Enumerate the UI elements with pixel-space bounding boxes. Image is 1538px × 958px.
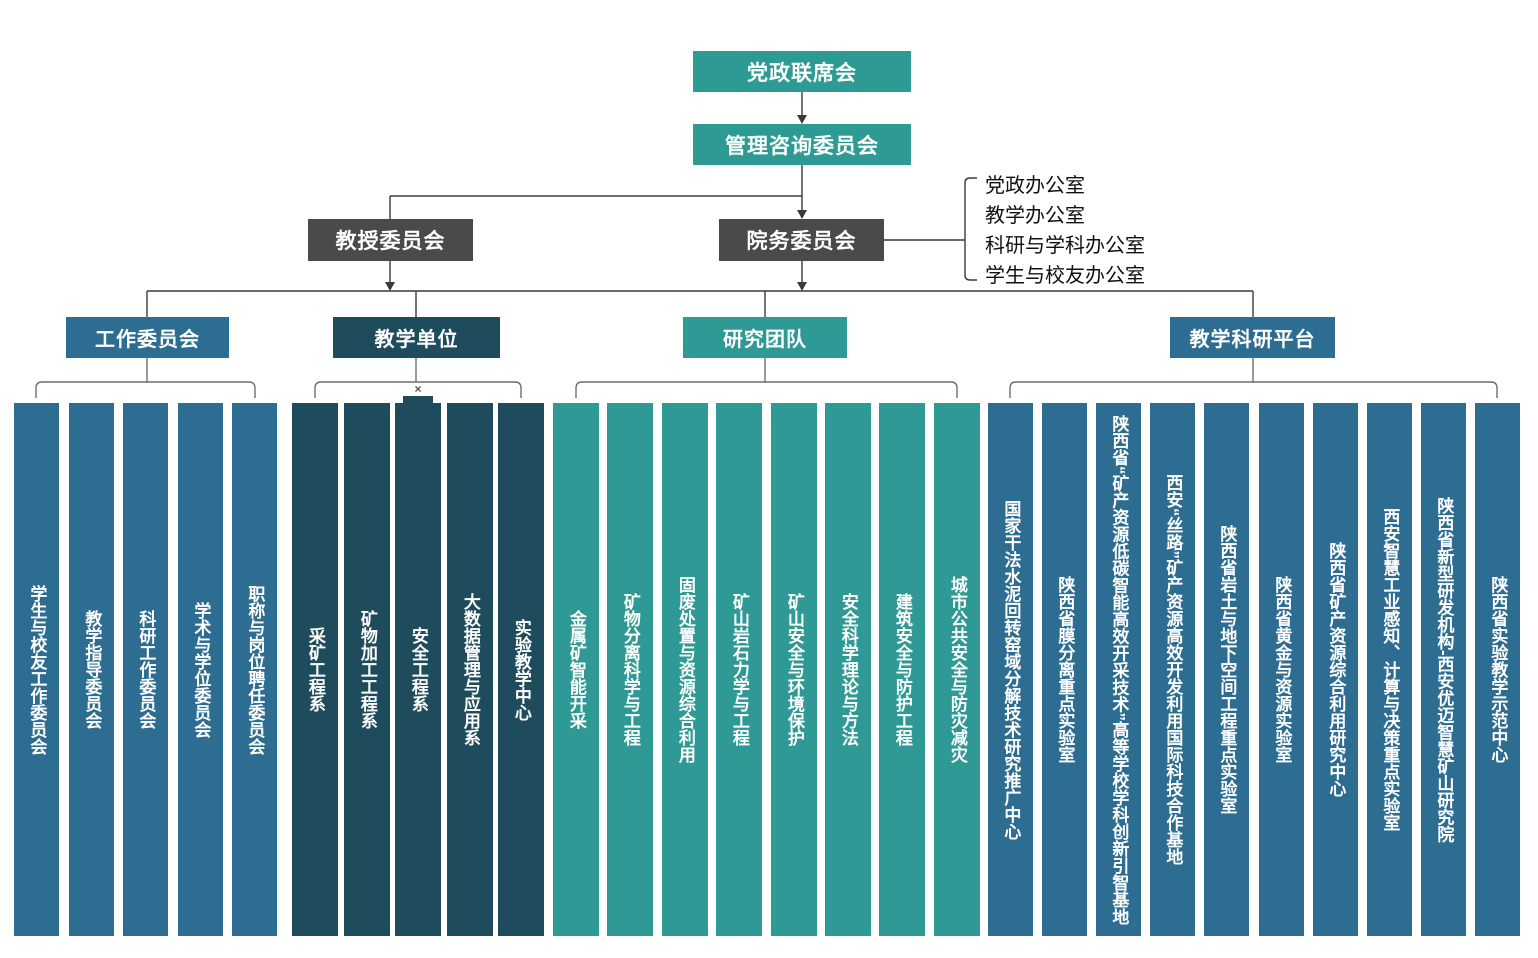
org-bar-label: 矿物分离科学与工程 (620, 593, 640, 746)
node-college-council[interactable]: 院务委员会 (719, 219, 884, 261)
org-bar[interactable]: 陕西省新型研发机构-西安优迈智慧矿山研究院 (1421, 403, 1466, 936)
office-label: 教学办公室 (985, 205, 1085, 227)
office-label: 党政办公室 (985, 175, 1085, 197)
node-label: 教授委员会 (335, 230, 446, 253)
org-bar[interactable]: 建筑安全与防护工程 (879, 403, 925, 936)
org-bar[interactable]: 陕西省“矿产资源低碳智能高效开采技术”高等学校学科创新引智基地 (1096, 403, 1141, 936)
org-bar-label: 固废处置与资源综合利用 (675, 576, 695, 763)
office-item-research-discipline[interactable]: 科研与学科办公室 (985, 231, 1185, 261)
org-bar[interactable]: 陕西省岩土与地下空间工程重点实验室 (1204, 403, 1249, 936)
org-bar[interactable]: 西安智慧工业感知、计算与决策重点实验室 (1367, 403, 1412, 936)
group-header-work-committees[interactable]: 工作委员会 (66, 317, 229, 358)
office-label: 学生与校友办公室 (985, 265, 1145, 287)
org-bar[interactable]: 固废处置与资源综合利用 (662, 403, 708, 936)
org-bar-label: 西安智慧工业感知、计算与决策重点实验室 (1380, 508, 1400, 831)
org-bar[interactable]: 采矿工程系 (292, 403, 338, 936)
selected-bar-top-handle[interactable] (403, 396, 433, 404)
org-bar[interactable]: 矿山岩石力学与工程 (716, 403, 762, 936)
close-handle-icon[interactable]: × (414, 382, 422, 396)
org-bar[interactable]: 国家干法水泥回转窑域分解技术研究推广中心 (988, 403, 1033, 936)
org-bar-label: 教学指导委员会 (82, 610, 102, 729)
office-item-party-government[interactable]: 党政办公室 (985, 171, 1185, 201)
org-bar-label: 陕西省“矿产资源低碳智能高效开采技术”高等学校学科创新引智基地 (1109, 414, 1129, 925)
org-bar-label: 学生与校友工作委员会 (27, 584, 47, 755)
org-bar-label: 实验教学中心 (511, 618, 531, 721)
node-party-government-joint-meeting[interactable]: 党政联席会 (693, 51, 911, 92)
org-bar[interactable]: 安全工程系 (395, 403, 441, 936)
org-bar-label: 矿山岩石力学与工程 (729, 593, 749, 746)
org-bar-label: 金属矿智能开采 (566, 610, 586, 729)
group-header-research-teams[interactable]: 研究团队 (683, 317, 847, 358)
org-bar[interactable]: 安全科学理论与方法 (825, 403, 871, 936)
org-bar-label: 陕西省膜分离重点实验室 (1055, 576, 1075, 763)
org-bar[interactable]: 西安“丝路”矿产资源高效开发利用国际科技合作基地 (1150, 403, 1195, 936)
org-bar[interactable]: 矿物分离科学与工程 (607, 403, 653, 936)
org-bar[interactable]: 陕西省黄金与资源实验室 (1259, 403, 1304, 936)
office-item-teaching[interactable]: 教学办公室 (985, 201, 1185, 231)
org-bar-label: 陕西省矿产资源综合利用研究中心 (1326, 542, 1346, 797)
node-management-advisory-committee[interactable]: 管理咨询委员会 (693, 124, 911, 165)
group-header-label: 教学科研平台 (1189, 329, 1316, 351)
group-header-teaching-research-platforms[interactable]: 教学科研平台 (1170, 317, 1335, 358)
org-bar[interactable]: 矿山安全与环境保护 (771, 403, 817, 936)
org-bar-label: 大数据管理与应用系 (460, 593, 480, 746)
node-label: 管理咨询委员会 (725, 134, 879, 158)
group-header-teaching-units[interactable]: 教学单位 (333, 317, 500, 358)
org-bar-label: 安全工程系 (408, 627, 428, 712)
org-bar[interactable]: 教学指导委员会 (69, 403, 114, 936)
org-bar-label: 矿物加工工程系 (357, 610, 377, 729)
node-label: 院务委员会 (746, 230, 857, 253)
org-bar[interactable]: 大数据管理与应用系 (447, 403, 493, 936)
org-bar-label: 安全科学理论与方法 (838, 593, 858, 746)
org-bar[interactable]: 科研工作委员会 (123, 403, 168, 936)
office-label: 科研与学科办公室 (985, 235, 1145, 257)
org-bar-label: 科研工作委员会 (136, 610, 156, 729)
org-bar-label: 职称与岗位聘任委员会 (245, 584, 265, 755)
org-bar[interactable]: 实验教学中心 (498, 403, 544, 936)
org-bar-label: 城市公共安全与防灾减灾 (947, 576, 967, 763)
org-bar-label: 矿山安全与环境保护 (784, 593, 804, 746)
org-bar-label: 陕西省实验教学示范中心 (1488, 576, 1508, 763)
org-bar[interactable]: 陕西省实验教学示范中心 (1475, 403, 1520, 936)
node-professors-committee[interactable]: 教授委员会 (308, 219, 473, 261)
org-bar[interactable]: 学生与校友工作委员会 (14, 403, 59, 936)
org-bar[interactable]: 矿物加工工程系 (344, 403, 390, 936)
org-bar[interactable]: 城市公共安全与防灾减灾 (934, 403, 980, 936)
org-bar[interactable]: 陕西省膜分离重点实验室 (1042, 403, 1087, 936)
node-label: 党政联席会 (747, 61, 857, 85)
org-bar-label: 西安“丝路”矿产资源高效开发利用国际科技合作基地 (1163, 474, 1183, 865)
org-bar[interactable]: 陕西省矿产资源综合利用研究中心 (1313, 403, 1358, 936)
org-bar-label: 学术与学位委员会 (191, 601, 211, 738)
org-bar-label: 陕西省黄金与资源实验室 (1272, 576, 1292, 763)
office-item-students-alumni[interactable]: 学生与校友办公室 (985, 261, 1185, 291)
org-bar[interactable]: 学术与学位委员会 (178, 403, 223, 936)
org-bar-label: 建筑安全与防护工程 (892, 593, 912, 746)
group-header-label: 工作委员会 (95, 329, 200, 351)
org-bar-label: 国家干法水泥回转窑域分解技术研究推广中心 (1001, 499, 1021, 840)
org-bar-label: 陕西省新型研发机构-西安优迈智慧矿山研究院 (1434, 496, 1454, 843)
org-bar[interactable]: 金属矿智能开采 (553, 403, 599, 936)
group-header-label: 研究团队 (723, 329, 807, 351)
group-header-label: 教学单位 (374, 329, 459, 351)
org-bar-label: 采矿工程系 (305, 627, 325, 712)
org-bar-label: 陕西省岩土与地下空间工程重点实验室 (1217, 525, 1237, 814)
org-bar[interactable]: 职称与岗位聘任委员会 (232, 403, 277, 936)
